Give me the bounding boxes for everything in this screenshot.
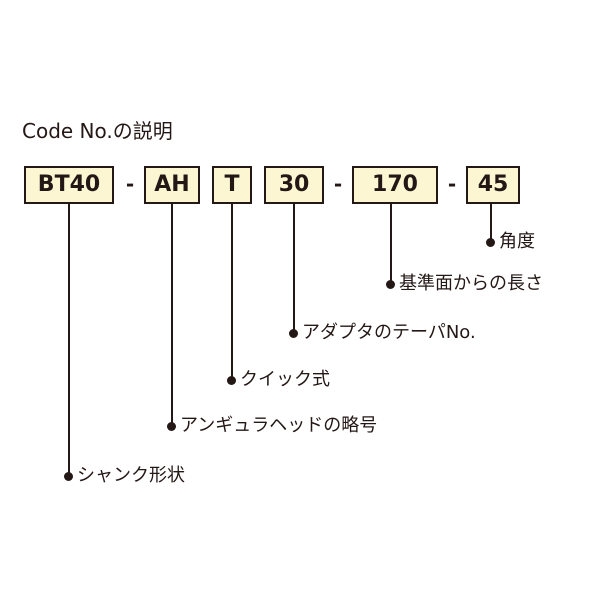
- leader-dot-length: [386, 280, 395, 289]
- code-segment-shank: BT40: [24, 166, 114, 204]
- leader-line-length: [390, 204, 392, 284]
- code-segment-length: 170: [352, 166, 438, 204]
- leader-dot-angular-head: [167, 422, 176, 431]
- label-shank-shape: シャンク形状: [77, 465, 185, 486]
- code-segment-angular-head: AH: [144, 166, 200, 204]
- leader-line-adapter-taper: [293, 204, 295, 333]
- leader-line-quick-type: [231, 204, 233, 380]
- leader-dot-adapter-taper: [289, 329, 298, 338]
- code-segment-angle: 45: [466, 166, 520, 204]
- label-quick-type: クイック式: [240, 369, 330, 390]
- code-separator: -: [447, 172, 457, 196]
- code-separator: -: [125, 172, 135, 196]
- leader-line-shank: [68, 204, 70, 476]
- leader-line-angular-head: [171, 204, 173, 426]
- diagram-heading: Code No.の説明: [22, 119, 173, 143]
- leader-dot-quick-type: [227, 376, 236, 385]
- leader-line-angle: [490, 204, 492, 242]
- label-length-from-reference: 基準面からの長さ: [399, 273, 543, 294]
- leader-dot-angle: [486, 238, 495, 247]
- label-adapter-taper-no: アダプタのテーパNo.: [302, 322, 476, 343]
- label-angle: 角度: [499, 231, 535, 252]
- code-separator: -: [333, 172, 343, 196]
- label-angular-head-code: アンギュラヘッドの略号: [180, 415, 378, 436]
- code-segment-quick-type: T: [212, 166, 252, 204]
- leader-dot-shank: [64, 472, 73, 481]
- code-segment-adapter-taper: 30: [264, 166, 324, 204]
